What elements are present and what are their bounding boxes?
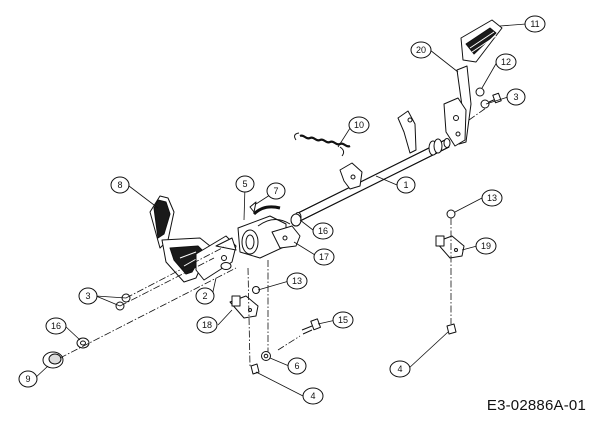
- callout-8: 8: [110, 176, 130, 194]
- bolt-4-left: [250, 363, 260, 375]
- bolt-4-right: [446, 323, 457, 335]
- right-pedal-pad: [460, 19, 503, 63]
- callout-11: 11: [524, 15, 546, 33]
- bushing-16-middle: [290, 213, 302, 227]
- callout-2: 2: [195, 287, 215, 305]
- callout-4-right-label: 4: [397, 364, 402, 374]
- callout-16-middle: 16: [312, 222, 334, 240]
- callout-19: 19: [475, 237, 497, 255]
- callout-5: 5: [235, 175, 255, 193]
- callout-11-label: 11: [530, 19, 539, 29]
- callout-7-label: 7: [273, 186, 278, 196]
- assembly-centerlines: [59, 107, 487, 367]
- callout-leaders: [33, 23, 527, 397]
- callout-10: 10: [348, 116, 370, 134]
- end-cap-9: [42, 351, 64, 369]
- bushing-16-left: [76, 337, 90, 349]
- bushing-12: [475, 87, 485, 97]
- left-pedal-pad: [149, 195, 211, 283]
- callout-6-label: 6: [294, 361, 299, 371]
- callout-12-label: 12: [501, 57, 511, 67]
- callout-18: 18: [196, 316, 218, 334]
- callout-3-right: 3: [506, 88, 526, 106]
- drawing-code: E3-02886A-01: [486, 397, 586, 414]
- callout-19-label: 19: [481, 241, 491, 251]
- right-pedal-arm: [443, 65, 472, 147]
- callout-7: 7: [266, 182, 286, 200]
- callout-17-label: 17: [319, 252, 329, 262]
- callout-12: 12: [495, 53, 517, 71]
- callout-18-label: 18: [202, 320, 212, 330]
- callout-4-left-label: 4: [310, 391, 315, 401]
- bolt-15: [301, 318, 321, 335]
- callout-3-left-label: 3: [85, 291, 90, 301]
- bolt-3-left: [115, 293, 131, 311]
- bolt-3-right: [480, 92, 502, 109]
- mount-bracket-19: [435, 235, 465, 259]
- callout-6: 6: [287, 357, 307, 375]
- callout-16-left: 16: [45, 317, 67, 335]
- parts-drawing: [42, 19, 503, 375]
- callout-20: 20: [410, 41, 432, 59]
- callout-15: 15: [332, 311, 354, 329]
- cross-shaft: [294, 138, 451, 222]
- pin-7: [249, 201, 257, 213]
- callout-16-left-label: 16: [51, 321, 61, 331]
- callout-8-label: 8: [117, 180, 122, 190]
- callout-13-middle-label: 13: [292, 276, 302, 286]
- callout-2-label: 2: [202, 291, 207, 301]
- left-pedal-arm: [195, 235, 237, 281]
- callout-3-right-label: 3: [513, 92, 518, 102]
- mount-bracket-18: [229, 295, 259, 319]
- callout-13-right-label: 13: [487, 193, 497, 203]
- callout-1-label: 1: [403, 180, 408, 190]
- callout-13-right: 13: [481, 189, 503, 207]
- nut-6-hole: [263, 353, 269, 359]
- callout-5-label: 5: [242, 179, 247, 189]
- return-spring: [294, 132, 351, 157]
- callout-13-middle: 13: [286, 272, 308, 290]
- shaft-tab-bracket: [339, 162, 363, 190]
- nut-13-right: [446, 209, 456, 219]
- callout-4-right: 4: [389, 360, 411, 378]
- nut-13-middle: [252, 286, 260, 294]
- callout-9: 9: [18, 370, 38, 388]
- callout-4-left: 4: [302, 387, 324, 405]
- callout-1: 1: [396, 176, 416, 194]
- callout-17: 17: [313, 248, 335, 266]
- callout-3-left: 3: [78, 287, 98, 305]
- callout-20-label: 20: [416, 45, 426, 55]
- callout-10-label: 10: [354, 120, 364, 130]
- pivot-hub: [237, 205, 301, 259]
- callout-9-label: 9: [25, 374, 30, 384]
- callout-15-label: 15: [338, 315, 348, 325]
- callout-16-middle-label: 16: [318, 226, 328, 236]
- shaft-arm-bracket: [397, 110, 417, 154]
